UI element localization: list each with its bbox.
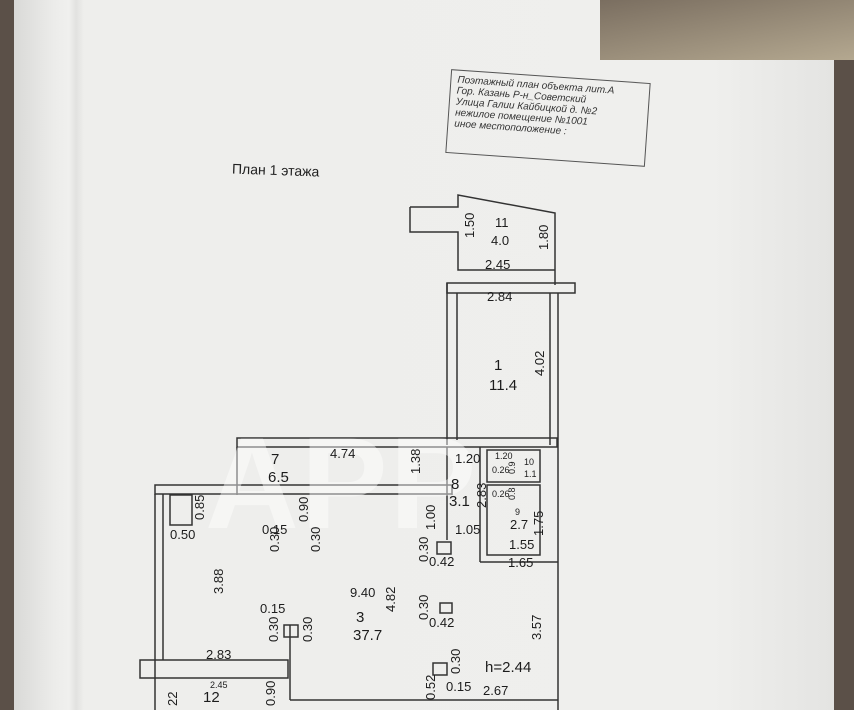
room-number: 10 — [524, 457, 535, 467]
dimension: 0.15 — [446, 679, 472, 694]
dimension: 1.65 — [508, 555, 534, 570]
dimension: 2.83 — [206, 647, 232, 662]
dimension: 1.20 — [495, 451, 513, 461]
dimension: 0.30 — [267, 526, 282, 552]
room-number: 12 — [203, 689, 220, 706]
dimension: 0.90 — [296, 496, 311, 522]
dimension: 0.42 — [429, 615, 455, 630]
room-area: 6.5 — [268, 469, 289, 486]
dimension: 4.74 — [330, 446, 356, 461]
dimension: 0.52 — [423, 674, 438, 700]
dimension: 4.82 — [383, 586, 398, 612]
dimension: 1.75 — [531, 510, 546, 536]
plan-title: План 1 этажа — [231, 160, 320, 180]
room-number: 1 — [494, 357, 503, 374]
dimension: 2.45 — [485, 257, 511, 272]
dimension: 1.38 — [408, 448, 423, 474]
dimension: 0.30 — [266, 616, 281, 642]
dimension: 0.9 — [507, 461, 517, 474]
dimension: 0.90 — [263, 680, 278, 706]
room-number: 3 — [356, 609, 365, 626]
dimension: 0.50 — [170, 527, 196, 542]
dimension: 1.55 — [509, 537, 535, 552]
dimension: 2.84 — [487, 289, 513, 304]
dimension: 3.88 — [211, 568, 226, 594]
dimension: 0.30 — [300, 616, 315, 642]
room-number: 8 — [451, 476, 460, 493]
dimension: 2.45 — [210, 680, 228, 690]
room-area: 1.1 — [524, 469, 537, 479]
dimension: 1.80 — [536, 224, 551, 250]
dimension: 0.30 — [308, 526, 323, 552]
dimension: 0.30 — [448, 648, 463, 674]
dimension: 0.15 — [262, 522, 288, 537]
dimension: 0.85 — [192, 494, 207, 520]
room-number: 7 — [271, 451, 280, 468]
dimension: 4.02 — [532, 350, 547, 376]
room-area: 2.7 — [510, 517, 529, 532]
dimension: 0.15 — [260, 601, 286, 616]
dimension: 0.42 — [429, 554, 455, 569]
dimension: 9.40 — [350, 585, 376, 600]
dimension: 1.50 — [462, 212, 477, 238]
dimension: 1.00 — [423, 504, 438, 530]
dimension: 22 — [165, 691, 180, 706]
walls — [139, 194, 576, 710]
room-area: 11.4 — [489, 377, 518, 394]
room-number: 9 — [515, 507, 521, 517]
watermark: APP — [205, 410, 479, 556]
ceiling-height: h=2.44 — [485, 659, 532, 676]
dimension: 2.67 — [483, 683, 509, 698]
dimension: 0.26 — [492, 489, 510, 499]
room-area: 4.0 — [491, 233, 510, 248]
document-page — [14, 0, 834, 710]
dimension: 3.57 — [529, 614, 544, 640]
room-area: 37.7 — [353, 627, 383, 644]
dimension: 0.26 — [492, 465, 510, 475]
dimension: 1.20 — [455, 451, 481, 466]
room-area: 3.1 — [449, 493, 470, 510]
dimension: 1.05 — [455, 522, 481, 537]
dimension: 0.8 — [507, 487, 517, 500]
table-background — [600, 0, 854, 60]
room-number: 11 — [495, 215, 509, 230]
dimension: 2.83 — [474, 482, 489, 508]
title-stamp: Поэтажный план объекта лит.А Гор. Казань… — [445, 69, 651, 167]
